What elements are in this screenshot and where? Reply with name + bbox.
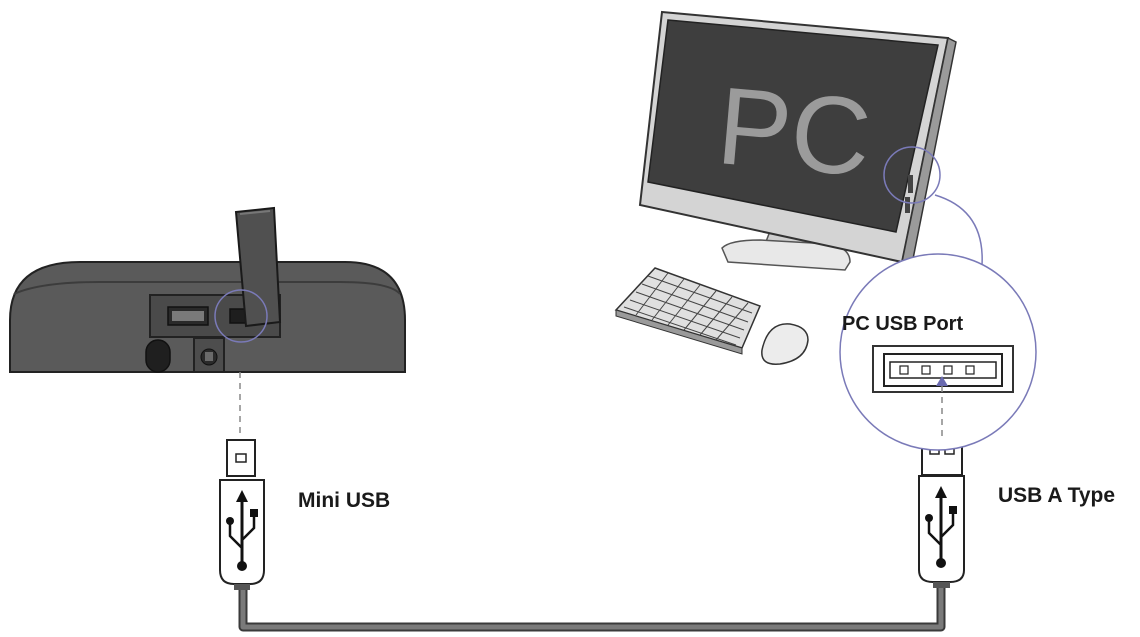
mini-usb-label: Mini USB (298, 489, 391, 512)
pc-monitor (638, 10, 957, 271)
pc-usb-port (872, 345, 1014, 393)
pc-screen (647, 19, 939, 233)
usb-a-plug (918, 439, 965, 588)
pc-screen-text: PC (713, 64, 876, 200)
usb-a-type-label: USB A Type (998, 484, 1116, 507)
mini-usb-plug (219, 439, 265, 590)
pc-port-highlight (883, 146, 941, 204)
zoom-connector-line (934, 194, 983, 266)
device (9, 206, 406, 373)
keyboard (614, 267, 762, 355)
device-port-highlight (214, 289, 268, 343)
usb-symbol-icon (226, 490, 258, 571)
pc-usb-port-label: PC USB Port (842, 313, 964, 335)
mouse (761, 323, 809, 365)
usb-symbol-icon (925, 486, 957, 568)
